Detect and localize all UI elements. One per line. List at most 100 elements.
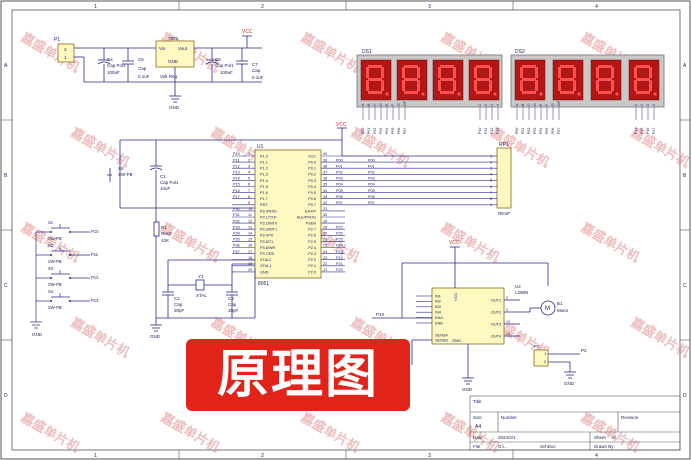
svg-text:SW-PB: SW-PB	[48, 236, 62, 241]
row-label-left: B	[4, 173, 8, 179]
seven-segment-digit	[552, 59, 584, 101]
row-label-right: A	[683, 63, 687, 69]
mcu-left-net: P30	[233, 207, 240, 211]
schematic-banner: 原理图	[186, 339, 410, 411]
svg-text:P02: P02	[527, 128, 531, 134]
mcu-right-net: P03	[336, 177, 343, 181]
mcu-left-num: 6	[248, 183, 250, 187]
mcu-left-net: P36	[233, 244, 240, 248]
svg-text:E: E	[539, 103, 543, 106]
c2-value: 30pF	[174, 308, 185, 313]
mcu-right-name: P0.1	[308, 167, 316, 171]
mcu-right-name: P0.5	[308, 191, 316, 195]
mcu-left-name: P3.7/RD	[260, 252, 275, 256]
mcu-left-name: P3.2/INT0	[260, 222, 277, 226]
ds2-ref: DS2	[515, 49, 525, 55]
mcu-right-num: 25	[323, 244, 327, 248]
rp1-ref: RP1	[499, 142, 509, 148]
mcu-left-net: P33	[233, 225, 240, 229]
mcu-right-num: 22	[323, 262, 327, 266]
mcu-right-name: P0.4	[308, 185, 316, 189]
driver-output-pin: OUT4	[491, 334, 501, 338]
svg-text:P11: P11	[91, 252, 99, 257]
mcu-left-num: 20	[248, 268, 252, 272]
mcu-left-name: P3.6/WR	[260, 246, 275, 250]
driver-sense-pin: SENSB	[435, 339, 448, 343]
mcu-right-num: 36	[323, 177, 327, 181]
title-block-text: Title Size A4 Number Revision Date 2024/…	[473, 399, 639, 449]
mcu-right-net: P23	[336, 250, 343, 254]
svg-text:P04: P04	[539, 128, 543, 134]
svg-text:P07: P07	[403, 128, 407, 134]
ds2-display	[510, 54, 665, 108]
driver-output-num: 3	[506, 308, 508, 312]
mcu-left-net: P11	[233, 158, 239, 162]
tb-title: Title	[473, 399, 482, 404]
svg-text:P17: P17	[652, 128, 656, 134]
mcu-right-num: 31	[323, 207, 327, 211]
seven-segment-digit	[628, 59, 660, 101]
svg-text:3: 3	[490, 104, 494, 106]
mcu-left-net: P13	[233, 171, 240, 175]
mcu-right-net: P00	[336, 158, 343, 162]
c6-label: Cap Pol1	[215, 63, 234, 68]
mcu-right-net: P04	[336, 183, 343, 187]
u1-part: 8051	[258, 281, 269, 287]
switch-gnd: GND	[32, 332, 43, 337]
svg-text:P01: P01	[367, 128, 371, 134]
svg-text:4: 4	[496, 104, 500, 106]
tb-revision: Revision	[621, 415, 639, 420]
motor-label: Motor	[557, 308, 569, 313]
tb-drawn-by: Drawn By:	[594, 444, 615, 449]
c2-label: Cap	[174, 302, 183, 307]
driver-labels: VCC P10 GND U2 L298N B1 Motor M	[376, 240, 569, 392]
svg-text:G: G	[551, 103, 555, 106]
mcu-left-name: P3.0/RXD	[260, 209, 277, 213]
row-label-right: B	[683, 173, 687, 179]
driver-input-pin: IN4	[435, 311, 441, 315]
mcu-right-num: 26	[323, 238, 327, 242]
mcu-left-name: P1.7	[260, 197, 268, 201]
ds2-pin-labels: AP00BP01CP02DP03EP04FP05GP06DPP071P142P1…	[515, 100, 656, 134]
mcu-left-num: 11	[248, 213, 252, 217]
mcu-left-net: P16	[233, 189, 240, 193]
p2-net: P2	[581, 348, 587, 353]
mcu-left-net: P10	[233, 152, 240, 156]
svg-text:4: 4	[652, 104, 656, 106]
reset-cap-label: Cap Pol1	[160, 180, 179, 185]
motor-ref: B1	[557, 301, 563, 306]
p0-bus-net: P00	[368, 158, 375, 162]
rp1-label: RESP	[498, 211, 510, 216]
driver-input-pin: ENB	[435, 321, 443, 325]
col-label-top: 2	[261, 4, 264, 10]
svg-text:1: 1	[634, 104, 638, 106]
driver-gnd-pin: GND	[452, 338, 461, 343]
mcu-left-num: 7	[248, 189, 250, 193]
mcu-right-num: 30	[323, 213, 327, 217]
driver-output-num: 13	[506, 320, 510, 324]
regulator-gnd: GND	[168, 59, 179, 64]
mcu-left-name: P1.0	[260, 154, 268, 158]
svg-text:D: D	[379, 103, 383, 106]
mcu-right-name: P2.3	[308, 252, 316, 256]
seven-segment-digit	[432, 59, 464, 101]
c6-value: 100uF	[220, 70, 233, 75]
mcu-right-num: 23	[323, 256, 327, 260]
mcu-right-name: P0.3	[308, 179, 316, 183]
svg-text:S4: S4	[48, 289, 54, 294]
driver-wires	[372, 246, 556, 385]
mcu-right-num: 33	[323, 195, 327, 199]
svg-text:S3: S3	[48, 266, 54, 271]
crystal-gnd: GND	[150, 334, 161, 339]
reset-res-label: Res2	[161, 231, 172, 236]
mcu-right-name: P2.7	[308, 228, 316, 232]
col-label-bottom: 2	[261, 453, 264, 459]
mcu-left-net: P12	[233, 164, 240, 168]
col-label-top: 1	[94, 4, 97, 10]
row-label-right: D	[683, 393, 687, 399]
mcu-left-num: 9	[248, 201, 250, 205]
mcu-right-num: 39	[323, 158, 327, 162]
svg-text:F: F	[545, 103, 549, 106]
